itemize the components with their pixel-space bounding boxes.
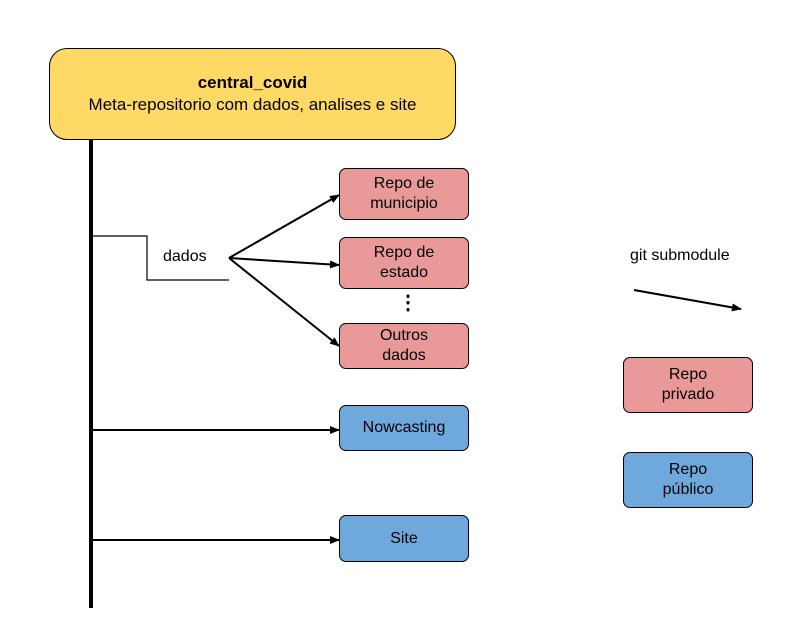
site-box: Site <box>339 515 469 562</box>
outros-dados-box: Outros dados <box>339 323 469 369</box>
repo-estado-box: Repo de estado <box>339 237 469 289</box>
arrow-dados-estado <box>228 257 340 269</box>
repo-municipio-line2: municipio <box>370 195 438 212</box>
repo-municipio-box: Repo de municipio <box>339 168 469 220</box>
repo-estado-line2: estado <box>379 264 429 281</box>
legend-public-line2: público <box>662 481 714 498</box>
central-covid-box: central_covid Meta-repositorio com dados… <box>49 48 456 140</box>
more-repos-ellipsis: ⋮ <box>398 292 418 314</box>
repo-municipio-line1: Repo de <box>373 175 435 192</box>
dados-label: dados <box>163 248 207 265</box>
legend-private-line1: Repo <box>668 366 708 383</box>
arrow-dados-municipio <box>228 194 340 259</box>
legend-submodule-label: git submodule <box>630 247 730 264</box>
site-label: Site <box>390 529 418 547</box>
dados-bracket-line <box>91 235 229 281</box>
central-covid-title: central_covid <box>197 73 308 92</box>
legend-submodule-arrow <box>633 289 742 312</box>
outros-dados-line1: Outros <box>379 327 428 344</box>
nowcasting-box: Nowcasting <box>339 405 469 451</box>
central-covid-subtitle: Meta-repositorio com dados, analises e s… <box>88 95 417 114</box>
legend-private-line2: privado <box>661 386 715 403</box>
repo-estado-line1: Repo de <box>373 244 435 261</box>
legend-public-line1: Repo <box>668 461 708 478</box>
legend-private-box: Repo privado <box>623 357 753 413</box>
legend-public-box: Repo público <box>623 452 753 508</box>
arrow-dados-outros <box>228 257 340 347</box>
nowcasting-label: Nowcasting <box>362 419 446 436</box>
outros-dados-line2: dados <box>382 347 426 364</box>
